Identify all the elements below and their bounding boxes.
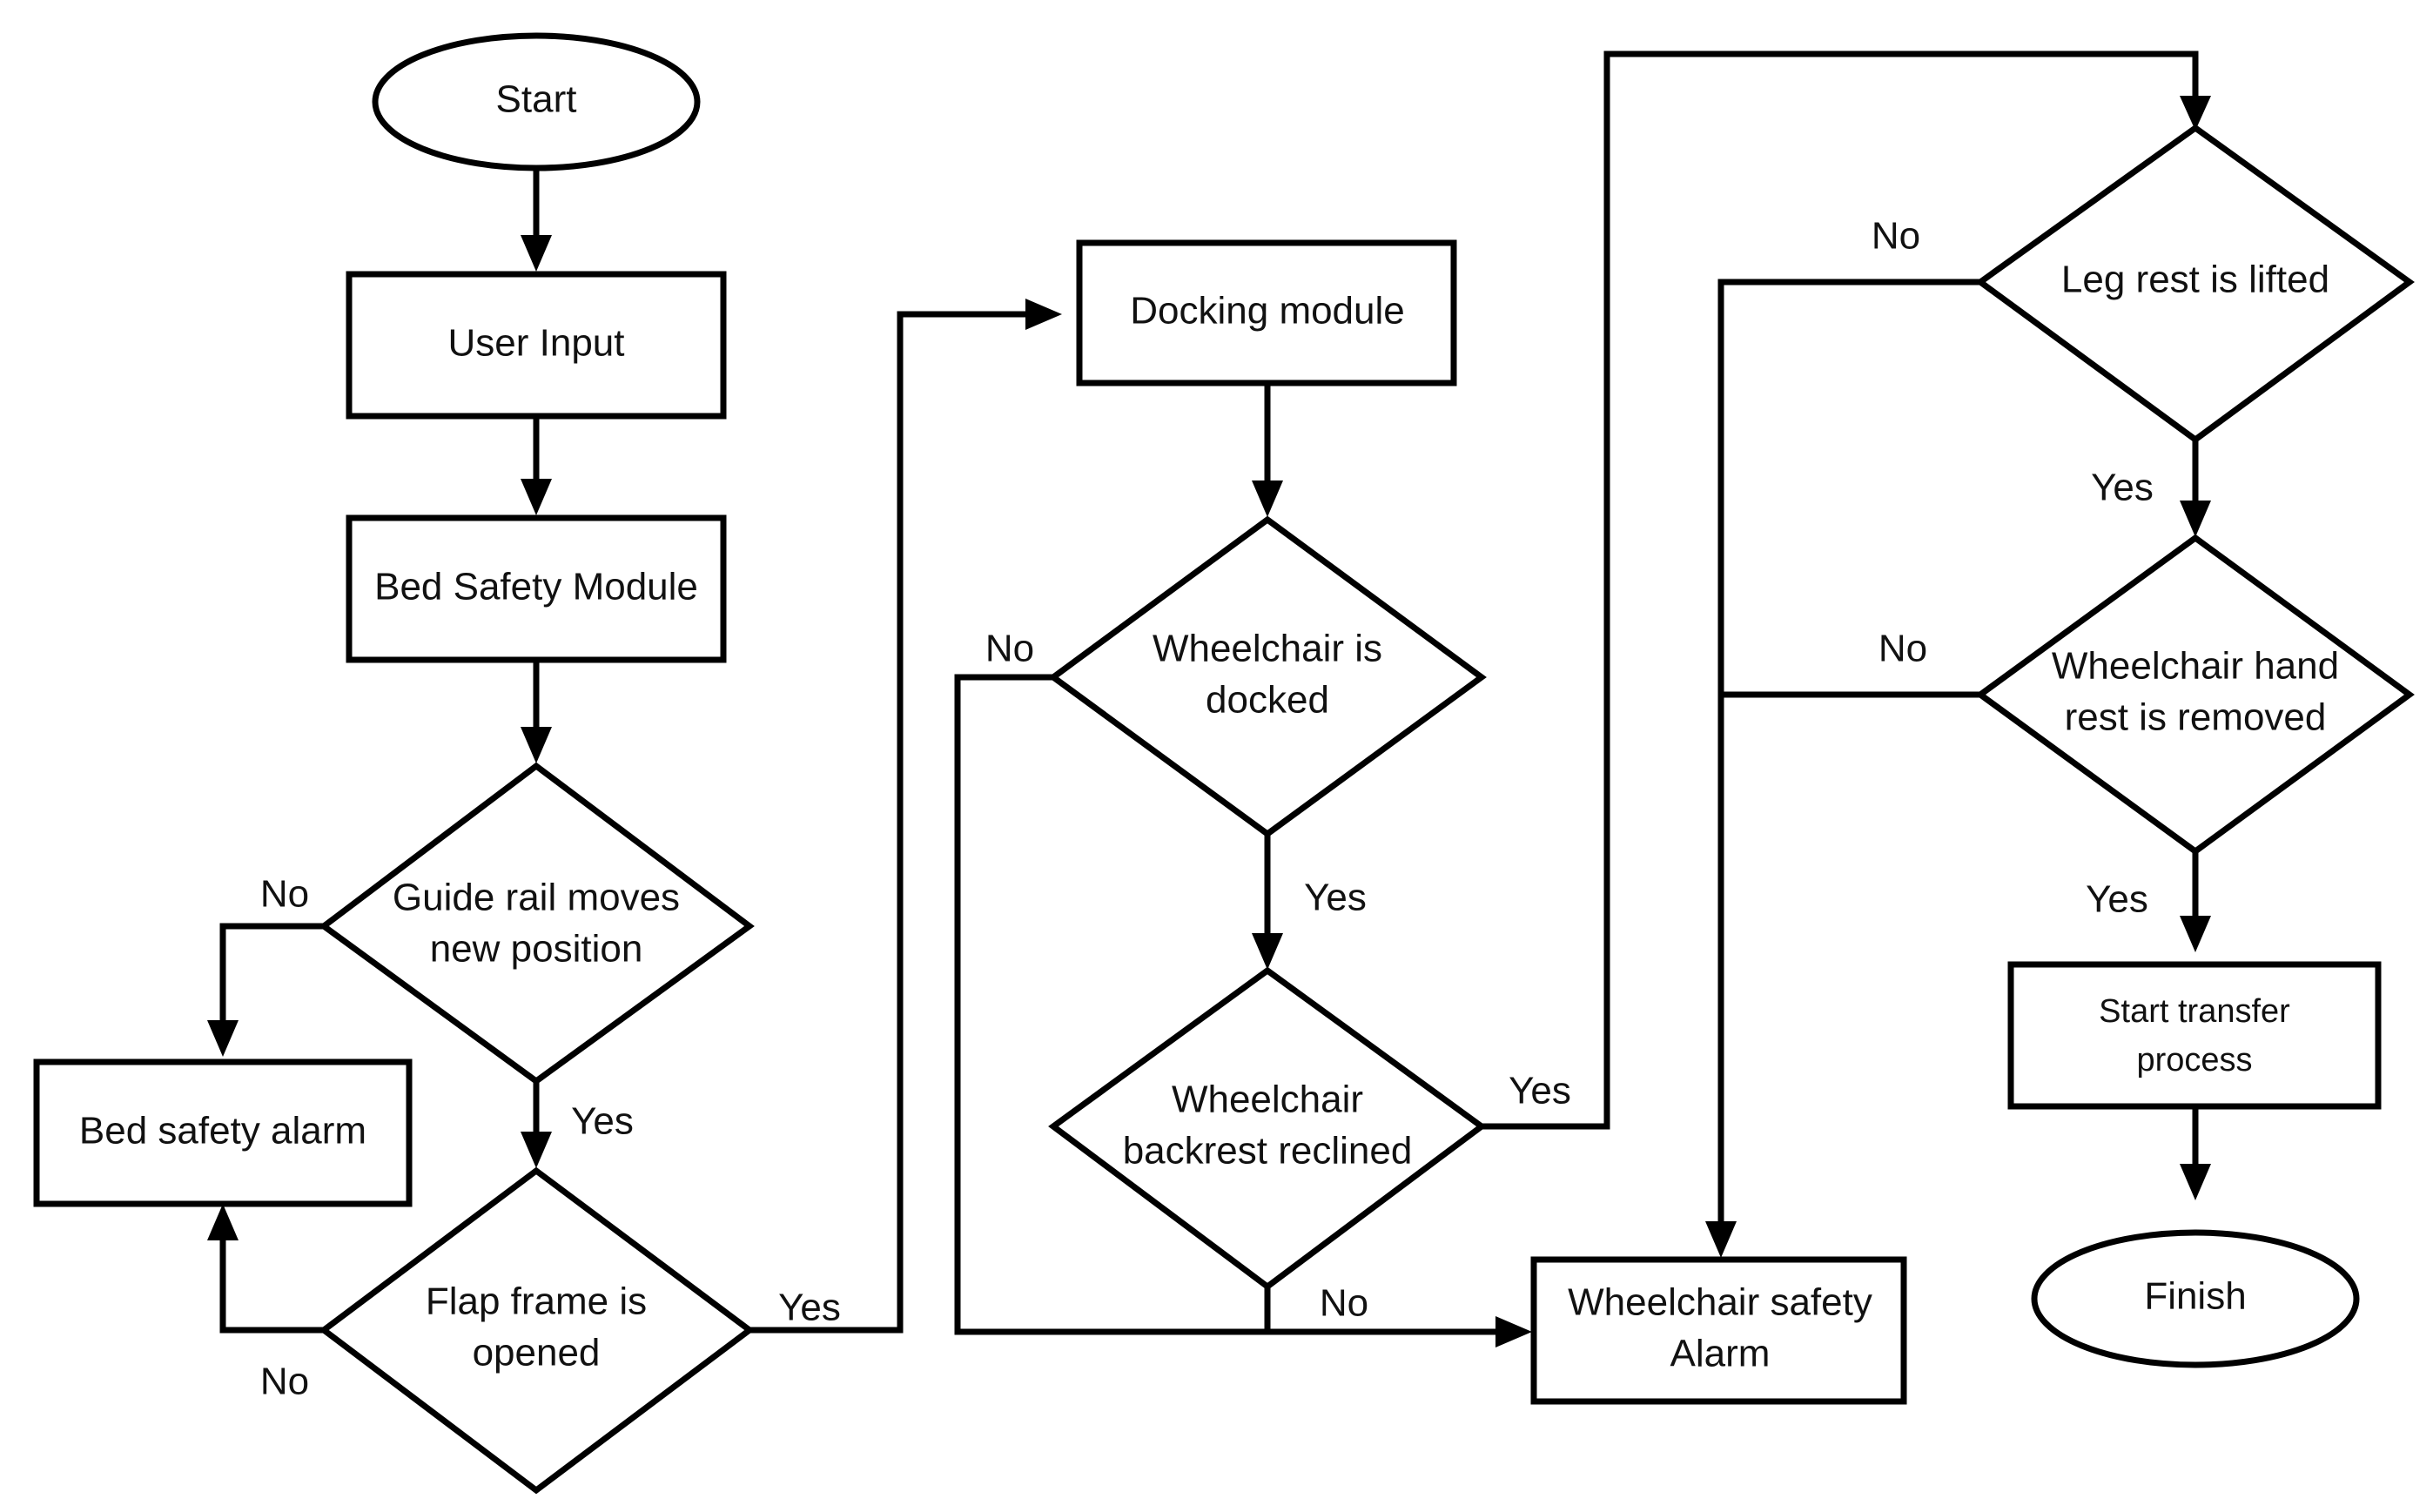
- flap-frame-decision: [319, 1166, 755, 1495]
- edge-backrest-yes: [1482, 50, 2199, 1130]
- arrowhead: [521, 235, 552, 272]
- node-hand-rest: Wheelchair hand rest is removed: [1975, 534, 2415, 856]
- arrowhead: [1705, 1221, 1737, 1258]
- docking-module-box: [1076, 239, 1457, 386]
- node-backrest-reclined: Wheelchair backrest reclined: [1048, 966, 1487, 1291]
- user-input-box: [346, 271, 727, 420]
- hand-rest-label-line1: Wheelchair hand: [2052, 645, 2339, 688]
- leg-rest-yes-label: Yes: [2091, 467, 2154, 509]
- bed-safety-alarm-box: [33, 1058, 413, 1207]
- bed-safety-alarm-label: Bed safety alarm: [79, 1110, 366, 1152]
- arrowhead: [521, 727, 552, 763]
- flap-frame-label-line1: Flap frame is: [426, 1280, 647, 1323]
- backrest-reclined-label-line2: backrest reclined: [1123, 1130, 1413, 1173]
- start-transfer-label-line2: process: [2136, 1042, 2252, 1079]
- edge-guide-rail-no: [219, 923, 324, 1023]
- hand-rest-decision: [1975, 534, 2415, 856]
- wheelchair-alarm-label-line1: Wheelchair safety: [1568, 1281, 1872, 1324]
- arrowhead: [1495, 1316, 1532, 1347]
- arrowhead: [521, 1132, 552, 1168]
- wheelchair-alarm-label-line2: Alarm: [1670, 1333, 1771, 1375]
- arrowheads: [207, 96, 2211, 1347]
- wheelchair-docked-decision: [1048, 515, 1487, 838]
- docked-no-label: No: [985, 628, 1034, 670]
- finish-label: Finish: [2144, 1275, 2246, 1318]
- arrowhead: [2180, 1164, 2211, 1200]
- backrest-reclined-label-line1: Wheelchair: [1172, 1079, 1363, 1121]
- node-wheelchair-alarm: Wheelchair safety Alarm: [1530, 1256, 1907, 1405]
- node-finish: Finish: [2031, 1229, 2360, 1368]
- bed-safety-module-label: Bed Safety Module: [374, 566, 698, 608]
- docking-module-label: Docking module: [1130, 290, 1405, 333]
- wheelchair-docked-label-line1: Wheelchair is: [1153, 628, 1382, 670]
- leg-rest-decision: [1975, 124, 2415, 444]
- arrowhead: [1252, 480, 1283, 517]
- node-start-transfer: Start transfer process: [2007, 961, 2382, 1110]
- wheelchair-docked-label-line2: docked: [1206, 679, 1329, 722]
- backrest-yes-label: Yes: [1509, 1070, 1571, 1112]
- hand-rest-yes-label: Yes: [2086, 878, 2148, 921]
- edge-leg-rest-no: [1717, 279, 1980, 1223]
- node-flap-frame: Flap frame is opened: [319, 1166, 755, 1495]
- guide-rail-label-line1: Guide rail moves: [393, 877, 680, 919]
- node-wheelchair-docked: Wheelchair is docked: [1048, 515, 1487, 838]
- connectors: [219, 50, 2199, 1335]
- node-start: Start: [372, 32, 701, 171]
- guide-rail-label-line2: new position: [430, 928, 643, 971]
- node-bed-safety-alarm: Bed safety alarm: [33, 1058, 413, 1207]
- leg-rest-no-label: No: [1872, 215, 1920, 258]
- finish-terminator: [2031, 1229, 2360, 1368]
- edge-labels: No Yes No Yes No Yes Yes No No Yes No Ye…: [260, 215, 2154, 1403]
- hand-rest-label-line2: rest is removed: [2065, 696, 2327, 739]
- guide-rail-no-label: No: [260, 873, 309, 916]
- flap-frame-label-line2: opened: [473, 1332, 601, 1374]
- edge-docked-no: [954, 674, 1497, 1335]
- arrowhead: [521, 479, 552, 515]
- arrowhead: [1025, 299, 1062, 330]
- node-guide-rail: Guide rail moves new position: [319, 762, 755, 1085]
- edge-flap-frame-no: [219, 1240, 324, 1334]
- docked-yes-label: Yes: [1304, 877, 1367, 919]
- arrowhead: [2180, 501, 2211, 537]
- backrest-no-label: No: [1320, 1282, 1368, 1325]
- flap-frame-yes-label: Yes: [778, 1287, 841, 1329]
- guide-rail-yes-label: Yes: [571, 1100, 634, 1143]
- arrowhead: [1252, 933, 1283, 970]
- arrowhead: [2180, 96, 2211, 131]
- start-label: Start: [496, 78, 577, 121]
- arrowhead: [2180, 916, 2211, 952]
- start-transfer-box: [2007, 961, 2382, 1110]
- start-terminator: [372, 32, 701, 171]
- arrowhead: [207, 1020, 239, 1057]
- node-bed-safety-module: Bed Safety Module: [346, 514, 727, 663]
- bed-safety-module-box: [346, 514, 727, 663]
- node-user-input: User Input: [346, 271, 727, 420]
- start-transfer-label-line1: Start transfer: [2099, 993, 2290, 1030]
- leg-rest-label: Leg rest is lifted: [2061, 259, 2329, 301]
- node-docking-module: Docking module: [1076, 239, 1457, 386]
- backrest-reclined-decision: [1048, 966, 1487, 1291]
- node-leg-rest: Leg rest is lifted: [1975, 124, 2415, 444]
- arrowhead: [207, 1204, 239, 1240]
- hand-rest-no-label: No: [1879, 628, 1927, 670]
- edge-flap-frame-yes: [749, 311, 1027, 1334]
- flap-frame-no-label: No: [260, 1361, 309, 1403]
- guide-rail-decision: [319, 762, 755, 1085]
- user-input-label: User Input: [448, 322, 625, 365]
- wheelchair-alarm-box: [1530, 1256, 1907, 1405]
